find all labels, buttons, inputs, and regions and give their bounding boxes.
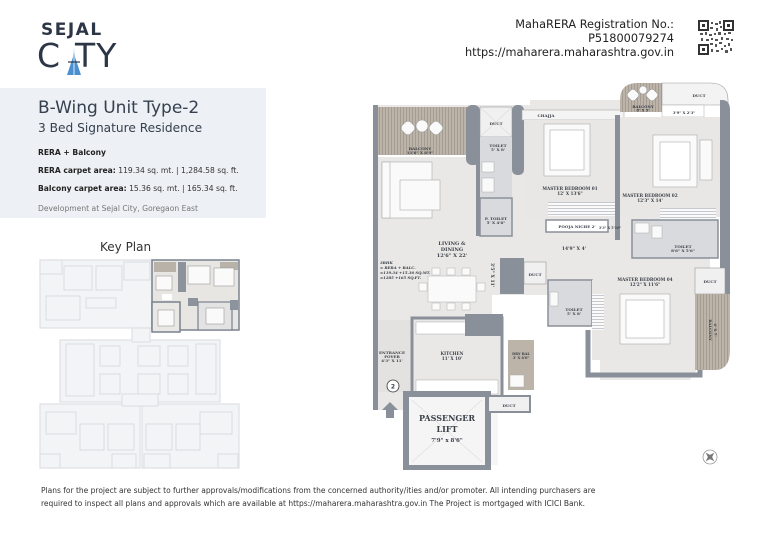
rera-carpet-area: RERA carpet area: 119.34 sq. mt. | 1,284… — [38, 166, 266, 176]
svg-text:DUCT: DUCT — [703, 279, 716, 284]
unit-title: B-Wing Unit Type-2 — [38, 98, 200, 118]
svg-text:DRY BAL: DRY BAL — [512, 352, 530, 356]
brand-logo: SEJAL C TY — [37, 20, 127, 75]
unit-subtitle: 3 Bed Signature Residence — [38, 121, 203, 135]
svg-text:BALCONY: BALCONY — [632, 104, 654, 109]
svg-text:5' X 4'6": 5' X 4'6" — [487, 220, 506, 225]
balcony-carpet-value: 15.36 sq. mt. | 165.34 sq. ft. — [126, 184, 238, 193]
svg-text:DINING: DINING — [441, 247, 463, 253]
svg-text:3'3" X 5'10": 3'3" X 5'10" — [599, 226, 622, 230]
area-heading: RERA + Balcony — [38, 148, 266, 158]
svg-text:MASTER BEDROOM 01: MASTER BEDROOM 01 — [542, 186, 597, 191]
svg-text:TOILET: TOILET — [565, 307, 582, 312]
balcony-carpet-label: Balcony carpet area: — [38, 184, 127, 193]
svg-text:POOJA NICHE 2': POOJA NICHE 2' — [558, 224, 595, 229]
qr-code-icon[interactable] — [698, 20, 734, 55]
balcony-carpet-area: Balcony carpet area: 15.36 sq. mt. | 165… — [38, 184, 266, 194]
svg-text:3' X 6'6": 3' X 6'6" — [513, 356, 530, 360]
entry-arrow-icon — [382, 402, 398, 418]
svg-text:P. TOILET: P. TOILET — [485, 216, 507, 221]
svg-text:TOILET: TOILET — [674, 244, 691, 249]
rera-label: MahaRERA Registration No.: — [515, 18, 674, 31]
svg-text:PASSENGER: PASSENGER — [419, 413, 475, 423]
svg-text:5' X 8': 5' X 8' — [567, 311, 581, 316]
svg-text:7'9" x 8'6": 7'9" x 8'6" — [431, 438, 463, 444]
svg-text:11'6" X 6'9": 11'6" X 6'9" — [407, 150, 433, 155]
brand-logo-bottom: C TY — [37, 38, 117, 74]
svg-text:8' X 5': 8' X 5' — [636, 108, 649, 113]
brand-logo-c: C — [37, 36, 62, 75]
svg-text:4'3" X 11': 4'3" X 11' — [381, 358, 403, 363]
svg-text:ENTRANCE: ENTRANCE — [379, 350, 405, 355]
svg-text:4' X 7': 4' X 7' — [713, 323, 718, 336]
rera-carpet-label: RERA carpet area: — [38, 166, 116, 175]
svg-text:DUCT: DUCT — [528, 272, 541, 277]
svg-text:=119.34 +15.36 SQ.MT.: =119.34 +15.36 SQ.MT. — [380, 270, 431, 275]
north-compass-icon — [702, 449, 718, 465]
unit-info-panel: B-Wing Unit Type-2 3 Bed Signature Resid… — [0, 88, 266, 218]
key-plan-title: Key Plan — [100, 240, 152, 254]
svg-text:KITCHEN: KITCHEN — [440, 351, 463, 356]
svg-text:DUCT: DUCT — [692, 93, 705, 98]
svg-text:LIFT: LIFT — [437, 424, 458, 434]
svg-text:12' X 13'6": 12' X 13'6" — [557, 191, 582, 196]
svg-text:3'5" X 11': 3'5" X 11' — [489, 263, 495, 287]
floor-plan: BALCONY 11'6" X 6'9" LIVING & DINING 12'… — [373, 82, 730, 470]
svg-text:8'6" X 5'6": 8'6" X 5'6" — [671, 248, 695, 253]
svg-text:BALCONY: BALCONY — [708, 319, 713, 341]
disclaimer-line-1: Plans for the project are subject to fur… — [41, 486, 596, 495]
svg-text:=1285 +165 SQ.FT.: =1285 +165 SQ.FT. — [380, 275, 422, 280]
svg-text:MASTER BEDROOM 04: MASTER BEDROOM 04 — [617, 277, 672, 282]
svg-text:2: 2 — [391, 384, 395, 391]
svg-text:LIVING &: LIVING & — [438, 241, 466, 247]
key-plan-diagram — [39, 259, 240, 469]
disclaimer: Plans for the project are subject to fur… — [41, 485, 681, 510]
svg-text:CHAJJA: CHAJJA — [538, 113, 556, 118]
svg-text:DUCT: DUCT — [502, 403, 515, 408]
svg-text:3BHK: 3BHK — [380, 260, 393, 265]
svg-text:BALCONY: BALCONY — [409, 146, 432, 151]
svg-text:14'9" X 4': 14'9" X 4' — [562, 246, 586, 252]
tower-icon — [67, 47, 81, 75]
development-location: Development at Sejal City, Goregaon East — [38, 204, 198, 213]
brand-logo-top: SEJAL — [41, 20, 103, 40]
svg-text:FOYER: FOYER — [384, 354, 400, 359]
svg-text:12'2" X 11'6": 12'2" X 11'6" — [630, 282, 661, 287]
svg-text:MASTER BEDROOM 02: MASTER BEDROOM 02 — [622, 193, 677, 198]
svg-text:3'9" X 2'3": 3'9" X 2'3" — [673, 110, 695, 115]
area-heading-text: RERA + Balcony — [38, 148, 106, 157]
door-number-badge — [386, 379, 400, 393]
rera-url[interactable]: https://maharera.maharashtra.gov.in — [465, 46, 674, 59]
svg-text:5' X 8': 5' X 8' — [491, 147, 505, 152]
svg-text:TOILET: TOILET — [489, 143, 506, 148]
svg-text:= RERA + BALC.: = RERA + BALC. — [380, 265, 416, 270]
rera-number: P51800079274 — [588, 32, 674, 45]
rera-registration: MahaRERA Registration No.: P51800079274 … — [465, 18, 674, 60]
disclaimer-line-2: required to inspect all plans and approv… — [41, 498, 586, 508]
rera-carpet-value: 119.34 sq. mt. | 1,284.58 sq. ft. — [115, 166, 239, 175]
svg-text:12'3" X 14': 12'3" X 14' — [637, 198, 662, 203]
svg-text:12'6" X 22': 12'6" X 22' — [437, 253, 468, 259]
svg-text:DUCT: DUCT — [489, 121, 502, 126]
brand-logo-ty: TY — [75, 36, 118, 75]
svg-text:11' X 10': 11' X 10' — [442, 356, 462, 361]
